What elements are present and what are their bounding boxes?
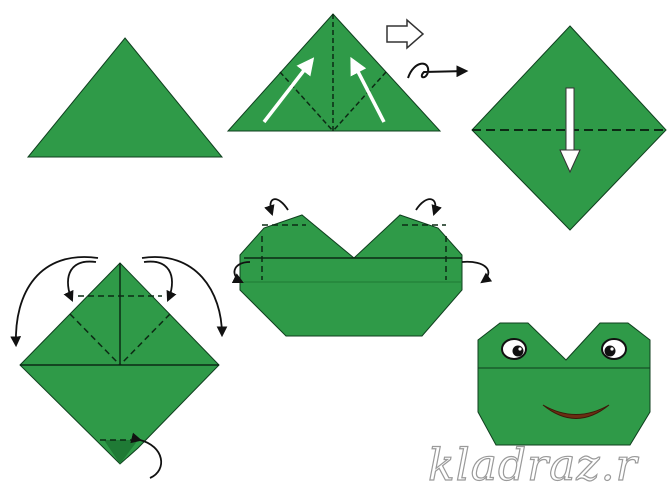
- next-step-arrow-icon: [387, 20, 423, 48]
- right-eye: [602, 339, 626, 359]
- fold-back-arrow-bottom-icon: [140, 440, 161, 478]
- step-6-finished-frog: [478, 323, 650, 445]
- flip-over-icon: [408, 64, 466, 78]
- watermark: kladraz.r: [428, 440, 638, 491]
- fold-back-arrow-top-left-icon: [270, 199, 288, 214]
- step-1-triangle: [28, 38, 222, 157]
- fold-back-arrow-top-right-icon: [416, 199, 435, 214]
- fold-back-arrow-right-icon: [462, 262, 488, 282]
- step-4-diamond-with-folds: [16, 257, 222, 478]
- left-eye: [502, 339, 526, 359]
- step-5-head-shape: [234, 199, 488, 336]
- step-3-diamond: [472, 26, 666, 230]
